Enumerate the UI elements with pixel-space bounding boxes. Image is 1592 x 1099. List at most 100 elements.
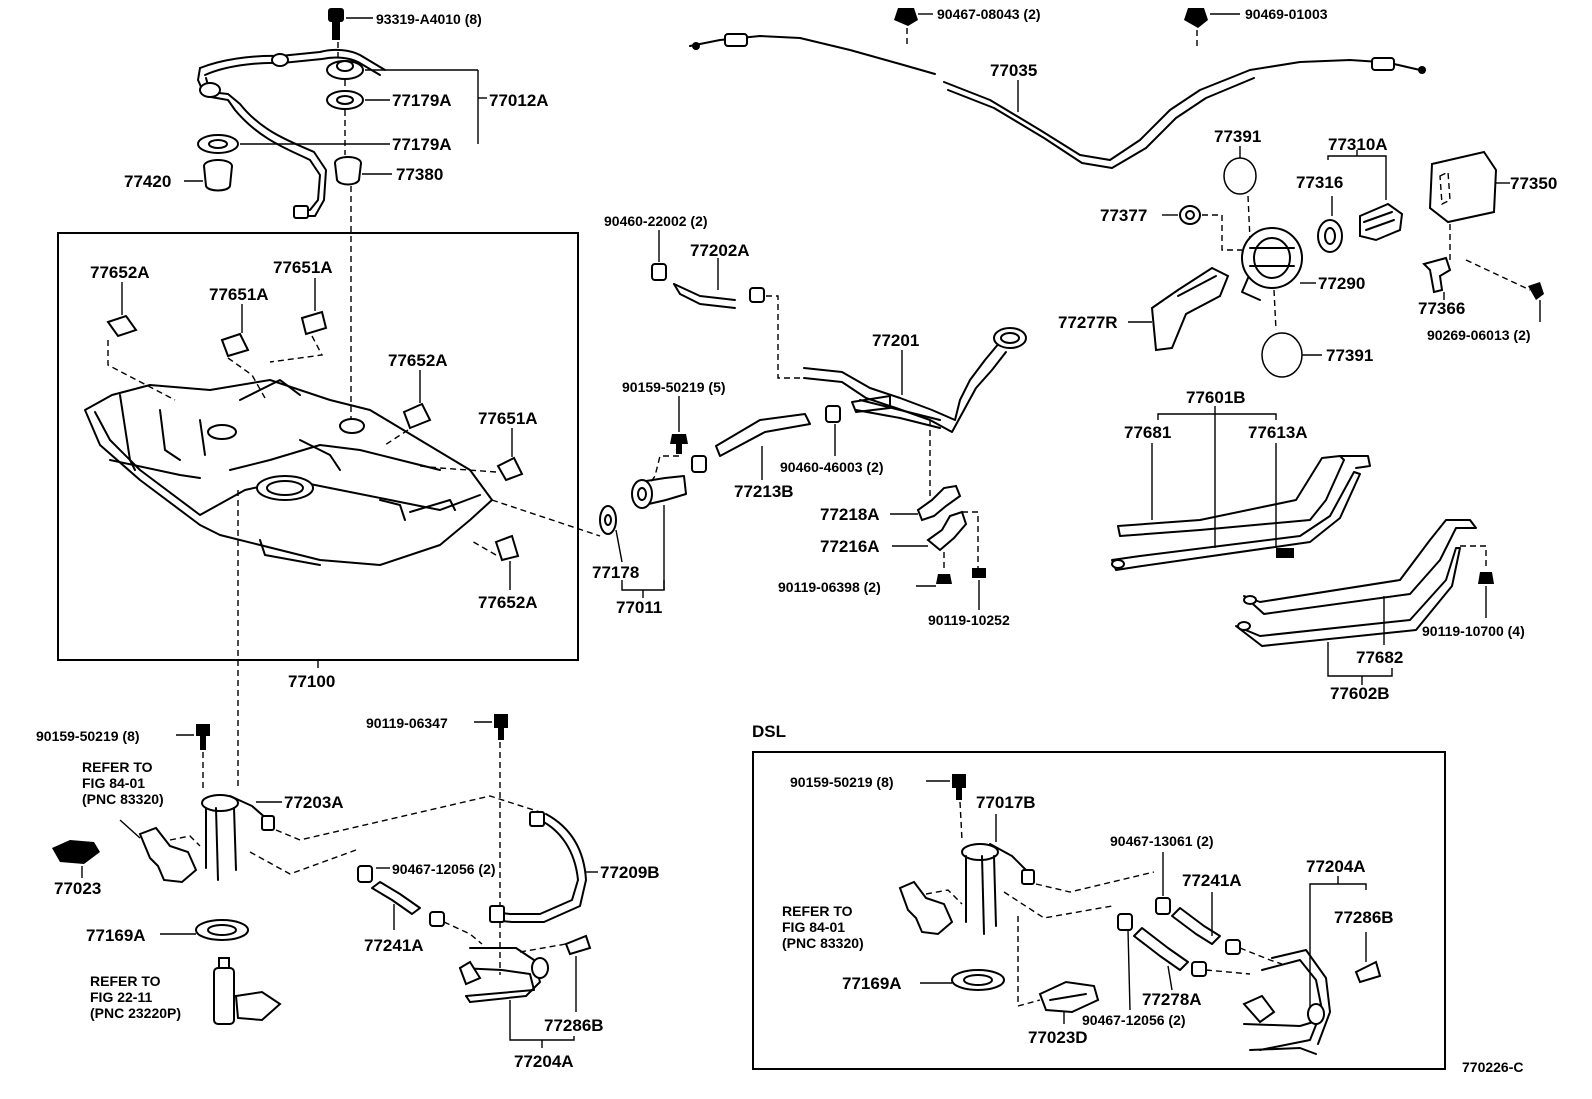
label-90119-06398: 90119-06398 (2): [778, 579, 881, 595]
strap-group-77601b: [1157, 406, 1277, 420]
fuel-line-77204a-a: [458, 947, 549, 1003]
fuel-cap: [1359, 202, 1404, 242]
gasket-77169a-b: [920, 969, 1005, 991]
dsl-variant-frame: [752, 751, 1446, 1070]
bracket-77218a: [890, 484, 962, 522]
clip-90467-08043: [894, 8, 933, 48]
fuel-lid-release-cable-77035: [689, 33, 1426, 169]
refer-note-1-line1: REFER TO: [82, 759, 153, 775]
refer-note-2-line3: (PNC 23220P): [90, 1005, 181, 1021]
bolt-90119-06347: [474, 714, 508, 740]
fuel-pump: [213, 957, 282, 1025]
label-77316: 77316: [1296, 173, 1343, 192]
label-77011: 77011: [616, 598, 662, 617]
pad-77651a-2: [300, 278, 328, 336]
label-77310a: 77310A: [1328, 135, 1388, 154]
label-90159-50219-5: 90159-50219 (5): [622, 379, 726, 395]
label-90469-01003: 90469-01003: [1245, 6, 1328, 22]
strap-77681: [1117, 443, 1371, 537]
gasket-77179a-2: [197, 134, 390, 154]
refer-note-2-line1: REFER TO: [90, 973, 161, 989]
label-93319-a4010: 93319-A4010 (8): [376, 11, 482, 27]
refer-note-3-line1: REFER TO: [782, 903, 853, 919]
label-77178: 77178: [592, 563, 639, 582]
pad-77651a-1: [220, 304, 250, 358]
label-77652a-3: 77652A: [478, 593, 538, 612]
fuel-lid-77350: [1428, 150, 1510, 224]
bolt-90119-10252: [972, 568, 986, 610]
hose-short: [851, 395, 891, 413]
pump-bracket-77017b: [961, 814, 1035, 935]
label-77100: 77100: [288, 672, 335, 691]
label-90159-50219-8b: 90159-50219 (8): [790, 774, 894, 790]
label-77209b: 77209B: [600, 863, 660, 882]
label-77682: 77682: [1356, 648, 1403, 667]
label-77350: 77350: [1510, 174, 1557, 193]
clamp-90460-46003: [825, 405, 841, 456]
label-77602b: 77602B: [1330, 684, 1390, 703]
bolt-90119-06398: [916, 574, 952, 587]
label-77169a-b: 77169A: [842, 974, 902, 993]
label-77218a: 77218A: [820, 505, 880, 524]
cap-77310a: [1327, 150, 1387, 216]
hose-77241a-b: [1171, 892, 1221, 945]
hose-77213b: [715, 413, 811, 480]
figure-code: 770226-C: [1462, 1059, 1524, 1075]
cover-77023d: [1038, 980, 1100, 1024]
pump-bracket-77203a: [201, 794, 282, 881]
dsl-heading: DSL: [752, 722, 786, 741]
label-77023: 77023: [54, 879, 101, 898]
label-77290: 77290: [1318, 274, 1365, 293]
label-77681: 77681: [1124, 423, 1171, 442]
label-90467-12056-b: 90467-12056 (2): [1082, 1012, 1186, 1028]
label-77241a-b: 77241A: [1182, 871, 1242, 890]
clip-90469-01003: [1184, 8, 1240, 50]
label-77652a-2: 77652A: [388, 351, 448, 370]
filler-box-77290: [1241, 227, 1316, 301]
label-90467-08043: 90467-08043 (2): [937, 6, 1041, 22]
clamp-90467-12056-a: [357, 865, 390, 883]
label-77213b: 77213B: [734, 482, 794, 501]
refer-note-3-line2: FIG 84-01: [782, 919, 845, 935]
strap-77613a: [1111, 443, 1361, 571]
label-77380: 77380: [396, 165, 443, 184]
label-90269-06013: 90269-06013 (2): [1427, 327, 1531, 343]
splash-shield-77277r: [1128, 266, 1230, 352]
vent-tube: [197, 48, 386, 219]
fuel-tank-77100: [84, 379, 493, 566]
label-77204a-b: 77204A: [1306, 857, 1366, 876]
hinge-77366: [1422, 256, 1452, 300]
label-77017b: 77017B: [976, 793, 1036, 812]
grommet-77012a-upper: [326, 60, 487, 144]
hose-77241a-a: [371, 881, 421, 930]
bolt-90159-50219-8b: [926, 774, 966, 800]
seal-77316: [1317, 219, 1343, 253]
label-77202a: 77202A: [690, 241, 750, 260]
label-77204a-a: 77204A: [514, 1052, 574, 1071]
gasket-77178: [599, 505, 623, 563]
label-90467-13061: 90467-13061 (2): [1110, 833, 1214, 849]
label-77012a: 77012A: [489, 91, 549, 110]
label-77420: 77420: [124, 172, 171, 191]
label-77377: 77377: [1100, 206, 1147, 225]
label-77286b-a: 77286B: [544, 1016, 604, 1035]
label-90460-22002: 90460-22002 (2): [604, 213, 708, 229]
gasket-77179a-1: [326, 90, 390, 110]
label-77651a-3: 77651A: [478, 409, 538, 428]
hose-77278a: [1133, 927, 1189, 991]
label-77601b: 77601B: [1186, 388, 1246, 407]
hose-77286b-a: [564, 934, 592, 1012]
plug-77420: [184, 159, 233, 192]
label-77277r: 77277R: [1058, 313, 1118, 332]
gasket-77391-2: [1261, 332, 1322, 378]
refer-note-3-line3: (PNC 83320): [782, 935, 864, 951]
label-77035: 77035: [990, 61, 1037, 80]
hose-77202a: [673, 258, 736, 309]
label-77366: 77366: [1418, 299, 1465, 318]
inlet-77011: [631, 475, 687, 590]
bracket-77216a: [892, 510, 968, 552]
bolt-90159-50219-8a: [176, 724, 210, 750]
label-77179a-1: 77179A: [392, 91, 452, 110]
refer-note-1-line3: (PNC 83320): [82, 791, 164, 807]
